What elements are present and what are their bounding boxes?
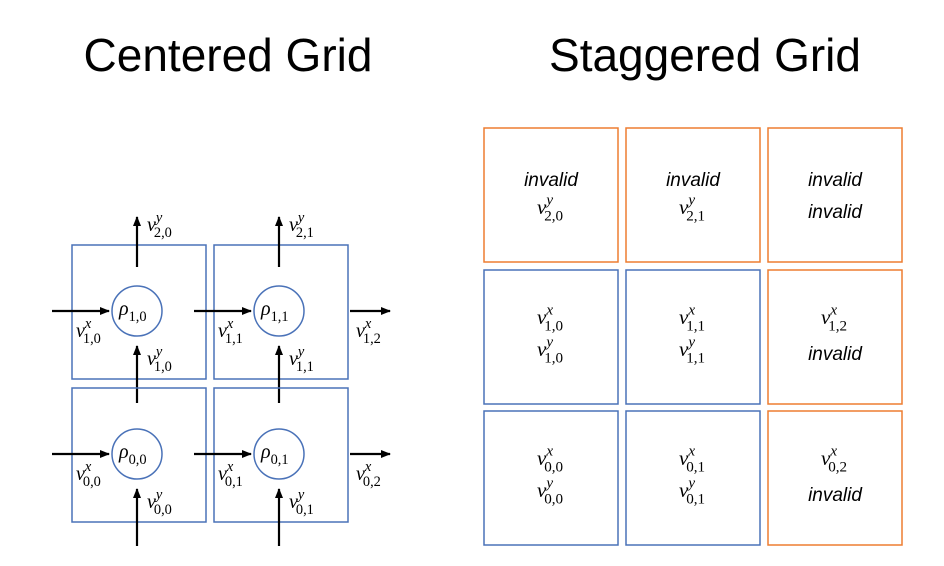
stag-cell-r0-c2 (767, 127, 903, 263)
centered-grid-title: Centered Grid (83, 29, 373, 81)
density-circle-cell-0-0 (111, 428, 163, 480)
stag-cell-r2-c0 (483, 410, 619, 546)
stag-cell-r1-c2-invalid-label-1: invalid (808, 344, 863, 365)
staggered-grid-title: Staggered Grid (549, 29, 861, 81)
density-label-cell-0-1: ρ0,1 (260, 441, 289, 468)
stag-cell-r2-c1 (625, 410, 761, 546)
density-circle-cell-0-1 (253, 428, 305, 480)
stag-cell-r1-c0 (483, 269, 619, 405)
density-label-cell-0-1-text: ρ0,1 (260, 441, 289, 468)
stag-cell-r0-c2-invalid-label-0: invalid (808, 170, 863, 191)
density-label-cell-0-0: ρ0,0 (118, 441, 147, 468)
density-label-cell-0-0-text: ρ0,0 (118, 441, 147, 468)
stag-cell-r1-c1 (625, 269, 761, 405)
density-circle-cell-1-0 (111, 285, 163, 337)
density-label-cell-1-1-text: ρ1,1 (260, 298, 289, 325)
stag-cell-r2-c2-invalid-label-1: invalid (808, 485, 863, 506)
stag-cell-r2-c2 (767, 410, 903, 546)
density-label-cell-1-0: ρ1,0 (118, 298, 147, 325)
stag-cell-r0-c2-invalid-label-1: invalid (808, 202, 863, 223)
stag-cell-r0-c1 (625, 127, 761, 263)
stag-cell-r0-c0-invalid-label-0: invalid (524, 170, 579, 191)
stag-cell-r0-c0 (483, 127, 619, 263)
density-label-cell-1-1: ρ1,1 (260, 298, 289, 325)
stag-cell-r1-c2 (767, 269, 903, 405)
density-circle-cell-1-1 (253, 285, 305, 337)
stag-cell-r0-c1-invalid-label-0: invalid (666, 170, 721, 191)
density-label-cell-1-0-text: ρ1,0 (118, 298, 147, 325)
